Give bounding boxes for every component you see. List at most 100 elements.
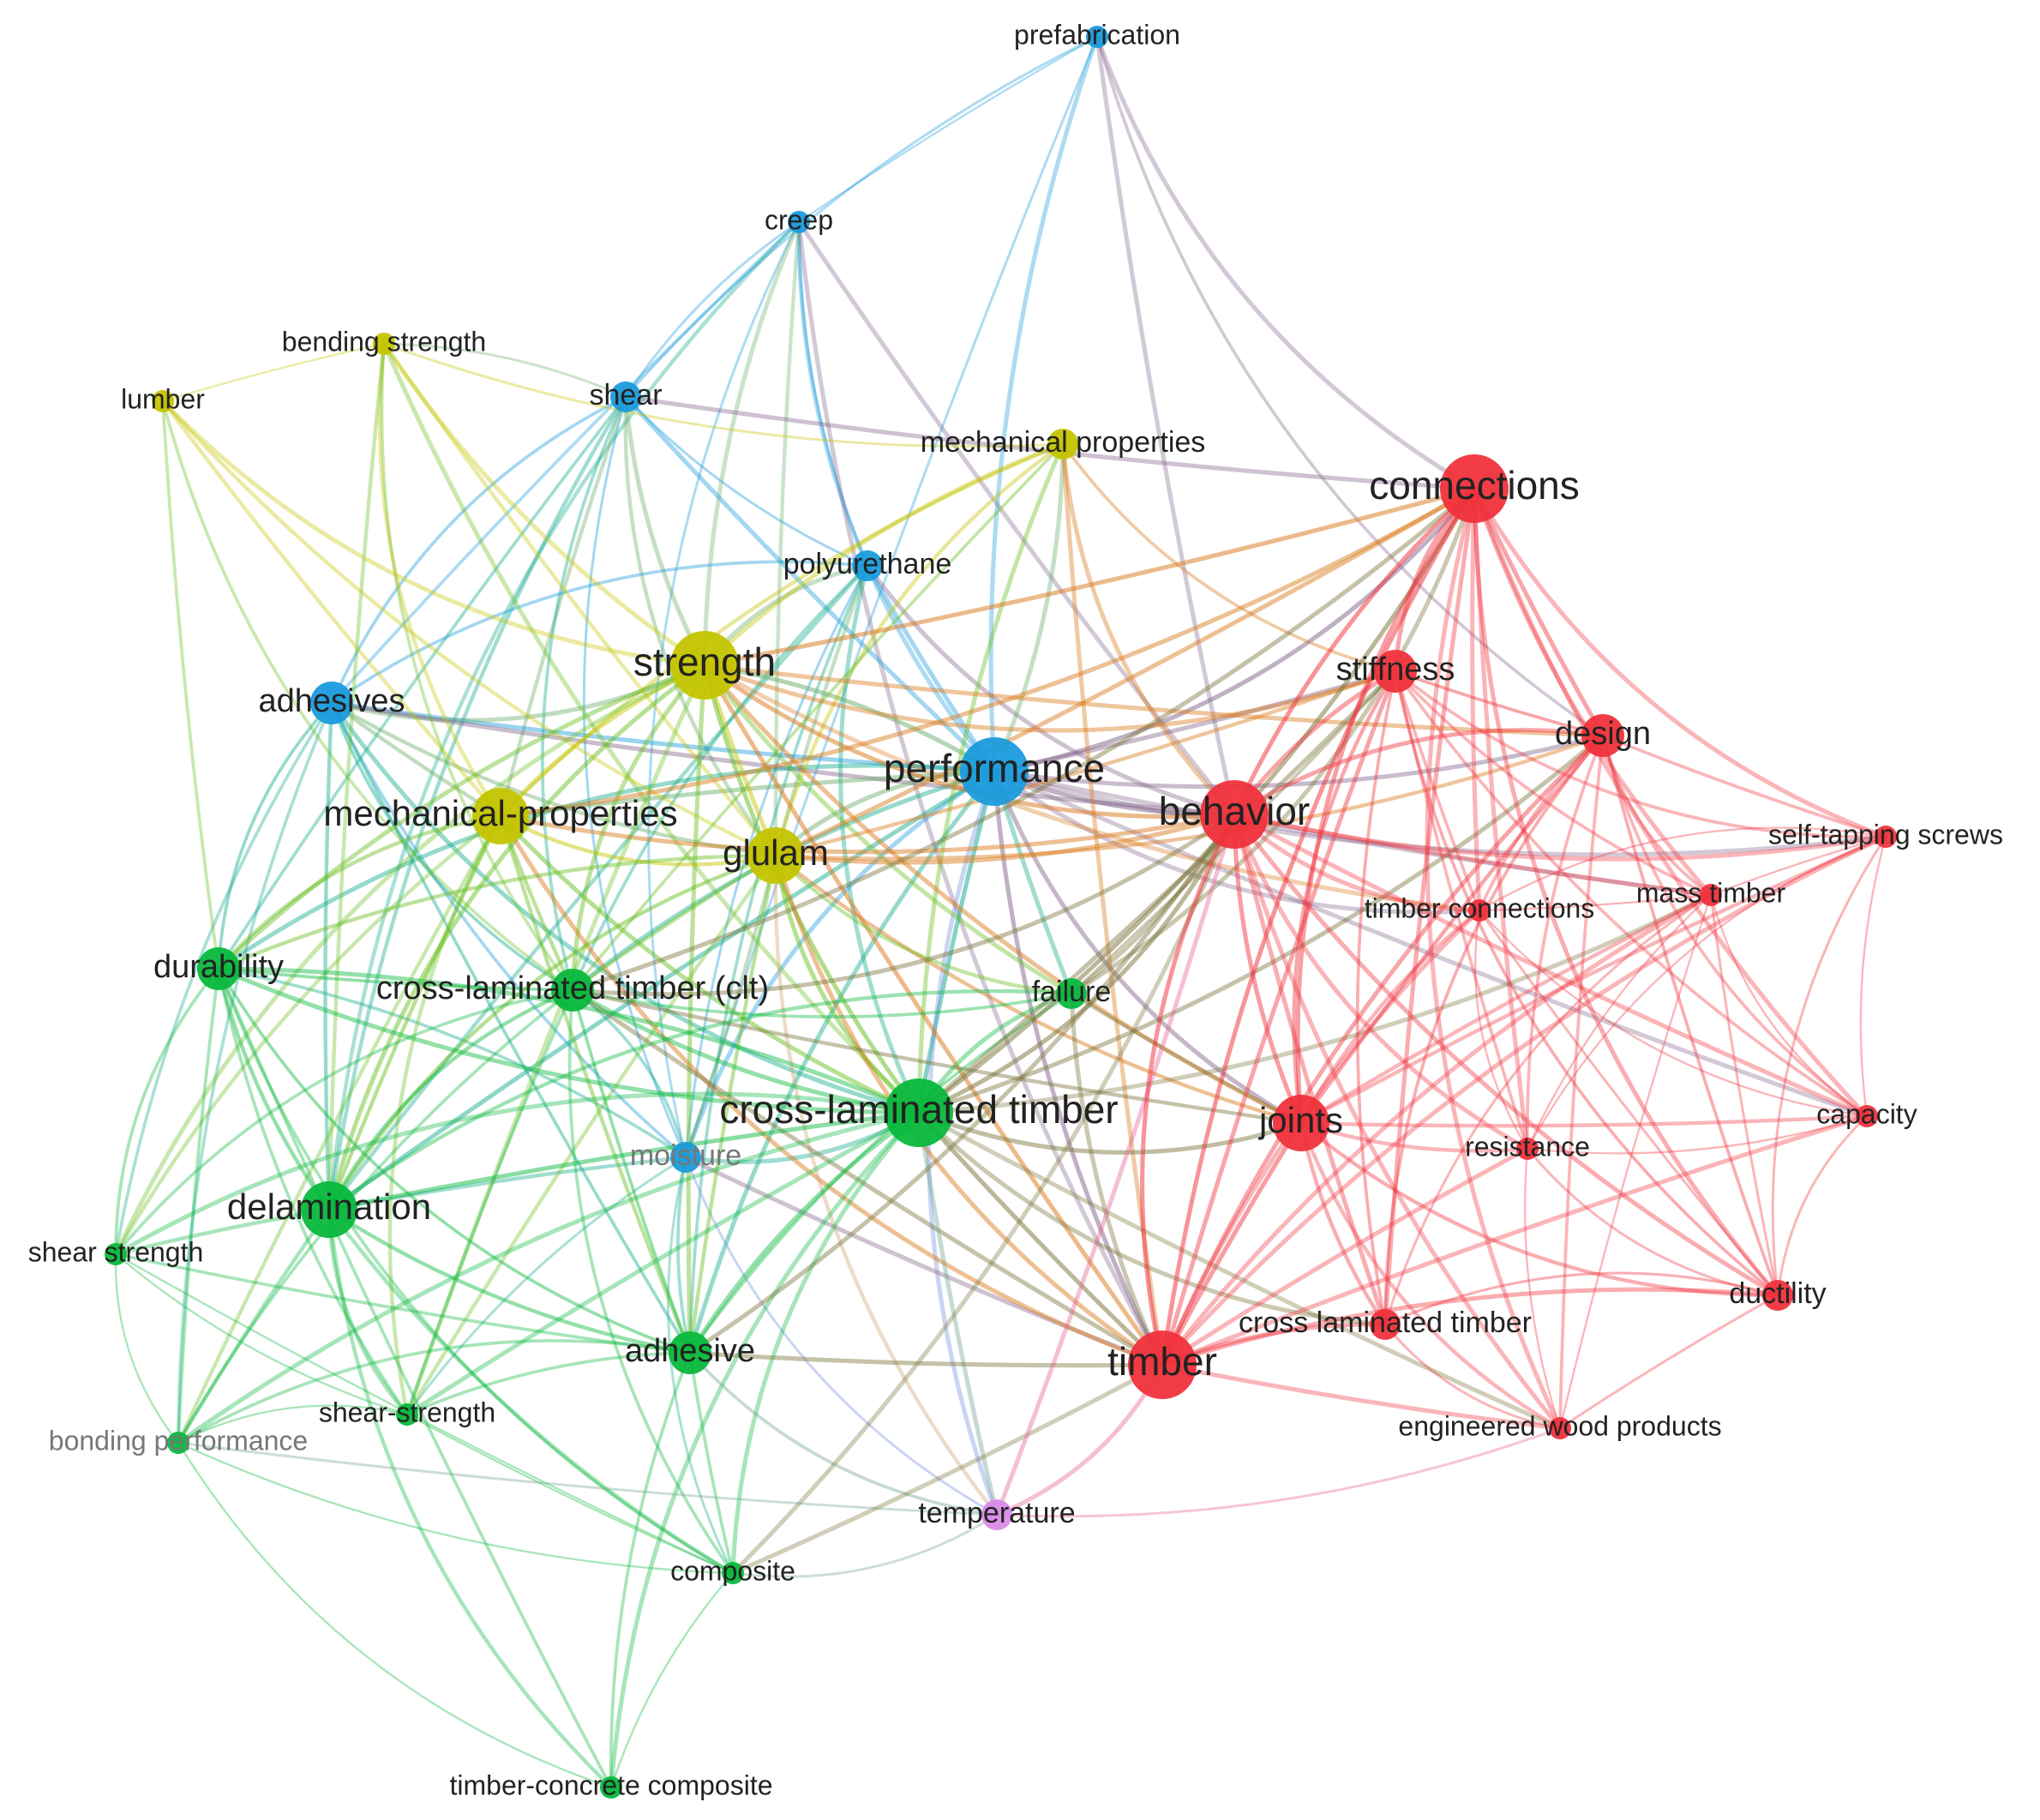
link-clt-composite bbox=[567, 988, 735, 1575]
node-composite[interactable] bbox=[722, 1562, 744, 1584]
link-cross-laminated-timber-timber bbox=[916, 1110, 1165, 1367]
node-label-timber[interactable]: timber bbox=[1107, 1339, 1217, 1384]
node-lumber[interactable] bbox=[152, 390, 174, 412]
node-label-cross-laminated-timber-b[interactable]: cross laminated timber bbox=[1239, 1306, 1532, 1339]
node-label-shear[interactable]: shear bbox=[589, 379, 662, 411]
node-creep[interactable] bbox=[788, 211, 810, 233]
node-connections[interactable] bbox=[1440, 454, 1509, 523]
node-mechanical-properties-b[interactable] bbox=[472, 788, 529, 844]
link-adhesive-temperature bbox=[688, 1351, 999, 1517]
node-label-failure[interactable]: failure bbox=[1032, 976, 1112, 1008]
node-label-mechanical-properties-b[interactable]: mechanical-properties bbox=[323, 793, 677, 833]
node-durability[interactable] bbox=[197, 947, 240, 990]
node-label-timber-connections[interactable]: timber connections bbox=[1365, 892, 1595, 923]
node-label-timber-concrete-composite[interactable]: timber-concrete composite bbox=[449, 1769, 772, 1800]
node-mechanical-properties-a[interactable] bbox=[1047, 429, 1078, 460]
node-cross-laminated-timber[interactable] bbox=[885, 1078, 953, 1147]
node-shear[interactable] bbox=[610, 381, 641, 412]
link-performance-timber-connections bbox=[992, 769, 1482, 915]
link-performance-strength bbox=[702, 663, 997, 774]
link-clt-joints bbox=[570, 988, 1304, 1126]
node-label-self-tapping-screws[interactable]: self-tapping screws bbox=[1768, 819, 2003, 850]
node-adhesive[interactable] bbox=[669, 1331, 711, 1374]
node-label-shear-strength[interactable]: shear strength bbox=[28, 1236, 204, 1267]
node-cross-laminated-timber-b[interactable] bbox=[1370, 1309, 1401, 1340]
node-failure[interactable] bbox=[1056, 978, 1087, 1009]
link-delamination-bonding-performance bbox=[176, 1207, 332, 1445]
link-mechanical-properties-a-mechanical-properties-b bbox=[498, 441, 1065, 819]
node-bonding-performance[interactable] bbox=[167, 1432, 189, 1454]
link-behavior-timber-connections bbox=[1232, 812, 1482, 913]
link-shear-strength-composite bbox=[114, 1252, 735, 1575]
node-label-capacity[interactable]: capacity bbox=[1816, 1098, 1917, 1129]
link-shear-strength-b-bonding-performance bbox=[177, 1404, 409, 1445]
node-stiffness[interactable] bbox=[1374, 650, 1417, 693]
node-label-resistance[interactable]: resistance bbox=[1465, 1131, 1590, 1162]
node-prefabrication[interactable] bbox=[1086, 26, 1108, 48]
node-label-moisture[interactable]: moisture bbox=[630, 1139, 741, 1172]
link-lumber-mechanical-properties-b bbox=[160, 399, 503, 819]
node-strength[interactable] bbox=[670, 631, 739, 700]
link-self-tapping-screws-mass-timber bbox=[1709, 835, 1887, 897]
node-adhesives[interactable] bbox=[310, 682, 353, 724]
node-label-lumber[interactable]: lumber bbox=[121, 383, 205, 414]
node-label-adhesives[interactable]: adhesives bbox=[258, 683, 405, 719]
node-label-prefabrication[interactable]: prefabrication bbox=[1014, 19, 1180, 50]
node-label-behavior[interactable]: behavior bbox=[1159, 789, 1310, 833]
node-capacity[interactable] bbox=[1856, 1105, 1878, 1127]
node-label-polyurethane[interactable]: polyurethane bbox=[783, 548, 952, 580]
node-label-temperature[interactable]: temperature bbox=[918, 1497, 1075, 1529]
link-adhesives-glulam bbox=[329, 700, 778, 858]
link-stiffness-ductility bbox=[1394, 670, 1779, 1297]
link-shear-glulam bbox=[623, 394, 778, 858]
node-label-adhesive[interactable]: adhesive bbox=[625, 1333, 755, 1369]
node-polyurethane[interactable] bbox=[852, 550, 883, 581]
link-performance-connections bbox=[992, 486, 1477, 774]
node-label-mechanical-properties-a[interactable]: mechanical properties bbox=[921, 426, 1206, 459]
link-strength-design bbox=[702, 663, 1605, 738]
node-self-tapping-screws[interactable] bbox=[1875, 826, 1897, 848]
node-label-composite[interactable]: composite bbox=[670, 1555, 795, 1586]
link-creep-performance bbox=[796, 219, 997, 774]
node-label-design[interactable]: design bbox=[1555, 716, 1651, 752]
node-label-bonding-performance[interactable]: bonding performance bbox=[49, 1425, 308, 1456]
node-label-delamination[interactable]: delamination bbox=[227, 1186, 431, 1227]
node-label-mass-timber[interactable]: mass timber bbox=[1636, 877, 1786, 908]
node-mass-timber[interactable] bbox=[1700, 884, 1722, 906]
node-label-shear-strength-b[interactable]: shear-strength bbox=[319, 1397, 495, 1427]
node-label-cross-laminated-timber[interactable]: cross-laminated timber bbox=[719, 1087, 1118, 1132]
node-timber[interactable] bbox=[1128, 1330, 1197, 1399]
node-label-ductility[interactable]: ductility bbox=[1729, 1277, 1826, 1310]
node-temperature[interactable] bbox=[981, 1499, 1012, 1530]
node-label-joints[interactable]: joints bbox=[1257, 1100, 1343, 1140]
node-label-bending-strength[interactable]: bending strength bbox=[282, 326, 486, 357]
node-shear-strength-b[interactable] bbox=[396, 1403, 418, 1426]
node-behavior[interactable] bbox=[1200, 780, 1269, 849]
nodes-layer bbox=[105, 26, 1897, 1799]
link-glulam-failure bbox=[773, 853, 1074, 996]
node-joints[interactable] bbox=[1273, 1095, 1329, 1151]
node-label-stiffness[interactable]: stiffness bbox=[1336, 652, 1455, 688]
node-label-durability[interactable]: durability bbox=[153, 949, 284, 985]
node-performance[interactable] bbox=[960, 737, 1029, 806]
node-label-connections[interactable]: connections bbox=[1369, 463, 1580, 508]
node-shear-strength[interactable] bbox=[105, 1243, 127, 1265]
node-timber-concrete-composite[interactable] bbox=[600, 1776, 622, 1799]
node-ductility[interactable] bbox=[1762, 1280, 1793, 1311]
node-label-performance[interactable]: performance bbox=[884, 746, 1105, 790]
node-label-glulam[interactable]: glulam bbox=[723, 832, 829, 873]
node-bending-strength[interactable] bbox=[373, 333, 395, 355]
node-label-clt[interactable]: cross-laminated timber (clt) bbox=[376, 970, 769, 1006]
node-label-strength[interactable]: strength bbox=[633, 640, 776, 684]
node-design[interactable] bbox=[1581, 714, 1624, 757]
link-bending-strength-mechanical-properties-b bbox=[377, 341, 503, 819]
node-timber-connections[interactable] bbox=[1468, 899, 1491, 922]
node-resistance[interactable] bbox=[1516, 1138, 1539, 1160]
node-label-engineered-wood-products[interactable]: engineered wood products bbox=[1398, 1410, 1721, 1441]
node-label-creep[interactable]: creep bbox=[765, 204, 833, 235]
node-moisture[interactable] bbox=[670, 1142, 701, 1173]
node-clt[interactable] bbox=[551, 969, 594, 1012]
node-delamination[interactable] bbox=[301, 1181, 357, 1238]
node-glulam[interactable] bbox=[747, 827, 804, 884]
node-engineered-wood-products[interactable] bbox=[1549, 1417, 1571, 1439]
